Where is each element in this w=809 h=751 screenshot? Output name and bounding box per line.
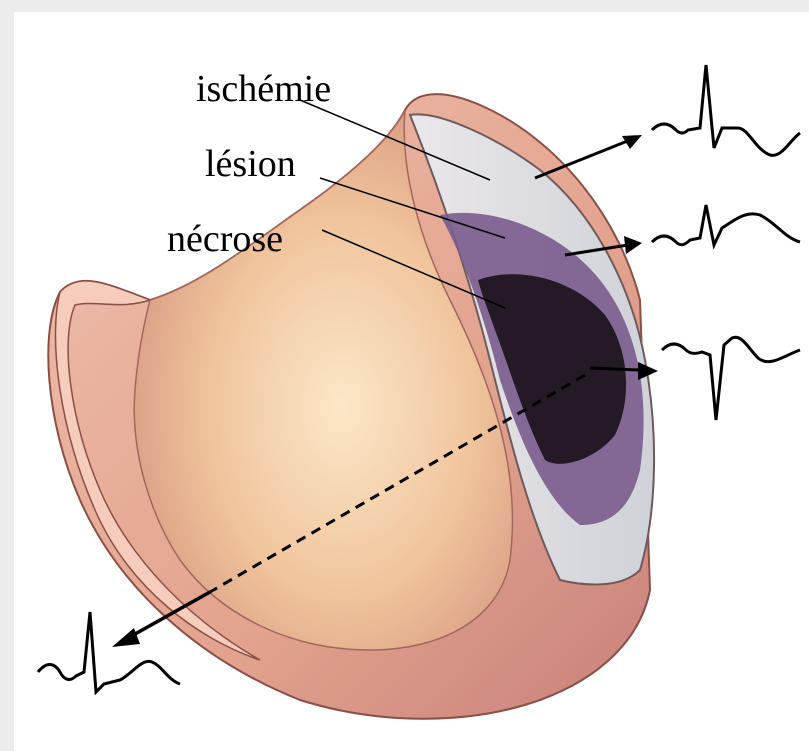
label-ischemia: ischémie xyxy=(196,70,331,108)
ecg-trace-transmural xyxy=(38,612,180,692)
ecg-trace-necrosis xyxy=(662,337,800,420)
label-necrosis: nécrose xyxy=(167,220,283,258)
ecg-trace-lesion xyxy=(652,205,800,245)
label-lesion: lésion xyxy=(205,145,296,183)
ecg-trace-ischemia xyxy=(652,65,800,155)
